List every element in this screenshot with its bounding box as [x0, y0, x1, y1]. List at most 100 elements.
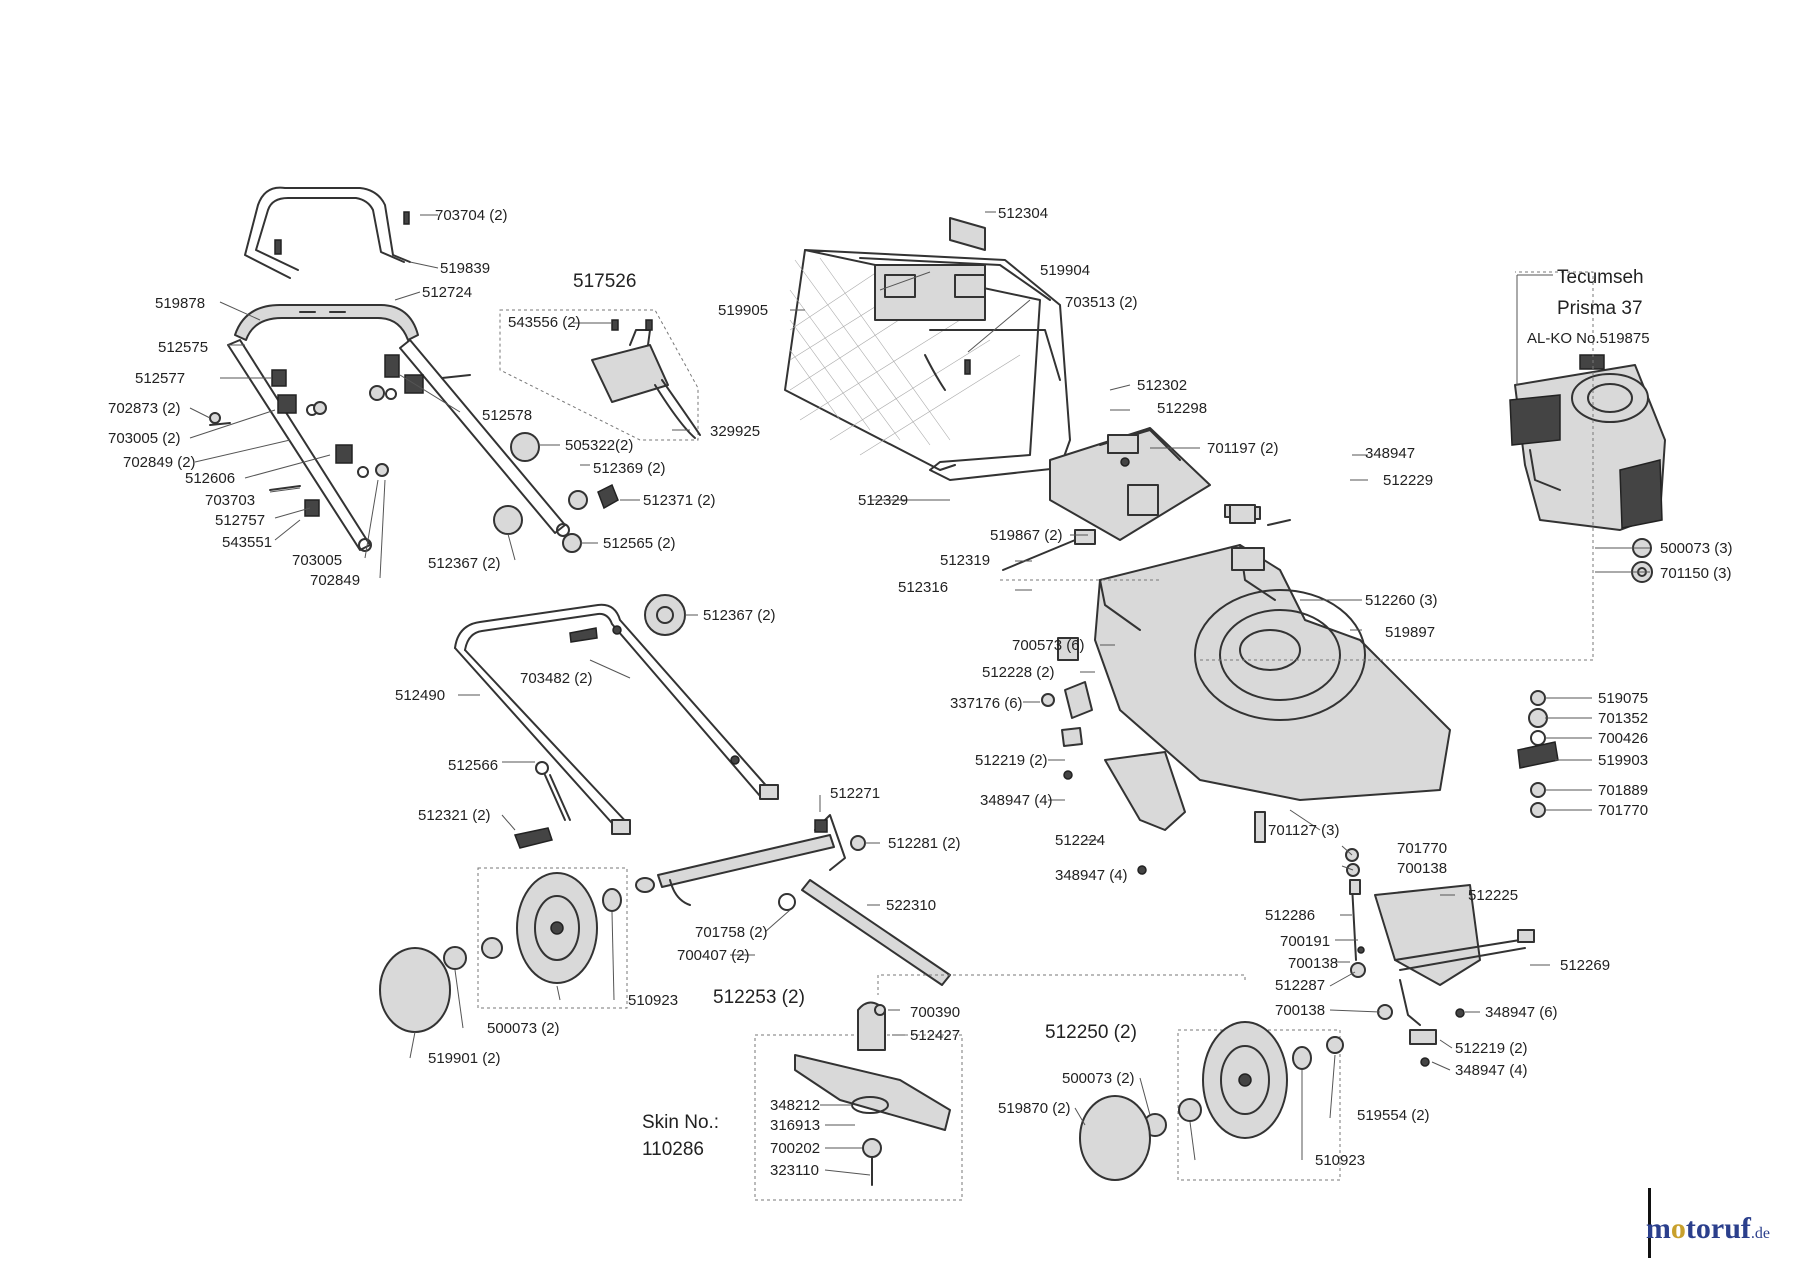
- part-label: 701889: [1598, 782, 1648, 799]
- logo-tld: .de: [1750, 1225, 1770, 1242]
- part-label: 500073 (3): [1660, 540, 1733, 557]
- front-right-small-parts: [1517, 690, 1559, 818]
- part-label: 500073 (2): [1062, 1070, 1135, 1087]
- part-label: 512286: [1265, 907, 1315, 924]
- handle-clamp-parts: [209, 354, 471, 517]
- group-label-512250: 512250 (2): [1045, 1022, 1137, 1043]
- part-label: 512302: [1137, 377, 1187, 394]
- part-label: 348947 (6): [1485, 1004, 1558, 1021]
- star-knob-left: [493, 432, 619, 553]
- switch-box-group-517526: [499, 309, 701, 441]
- blade-group: [754, 1001, 963, 1201]
- part-label: 512575: [158, 339, 208, 356]
- part-label: 703482 (2): [520, 670, 593, 687]
- part-label: 701758 (2): [695, 924, 768, 941]
- part-label: 700138: [1275, 1002, 1325, 1019]
- watermark-logo: motoruf.de: [1646, 1212, 1770, 1246]
- mower-deck: [1094, 504, 1451, 801]
- part-label: 512566: [448, 757, 498, 774]
- part-label: 703704 (2): [435, 207, 508, 224]
- part-label: 701197 (2): [1207, 440, 1278, 457]
- part-label: 519878: [155, 295, 205, 312]
- part-label: 512371 (2): [643, 492, 716, 509]
- part-label: 512367 (2): [703, 607, 776, 624]
- part-label: 512304: [998, 205, 1048, 222]
- part-label: 512271: [830, 785, 880, 802]
- part-label: 512269: [1560, 957, 1610, 974]
- engine-fasteners: [1631, 538, 1653, 583]
- part-label: 512219 (2): [1455, 1040, 1528, 1057]
- handle-small-parts: [513, 594, 686, 849]
- part-label: 702849 (2): [123, 454, 196, 471]
- part-label: 348947: [1365, 445, 1415, 462]
- part-label: 500073 (2): [487, 1020, 560, 1037]
- part-label: 512260 (3): [1365, 592, 1438, 609]
- part-label: 519867 (2): [990, 527, 1063, 544]
- handle-right-tube: [399, 339, 570, 537]
- leader-lines: [189, 211, 1650, 1176]
- part-label: 505322(2): [565, 437, 633, 454]
- part-label: 510923: [1315, 1152, 1365, 1169]
- assembly-connections: [877, 271, 1594, 995]
- skin-label: Skin No.:: [642, 1112, 719, 1133]
- part-label: 512224: [1055, 832, 1105, 849]
- part-label: 323110: [770, 1162, 819, 1179]
- part-label: 510923: [628, 992, 678, 1009]
- watermark-divider: [1648, 1188, 1651, 1258]
- part-label: 702849: [310, 572, 360, 589]
- part-label: 512367 (2): [428, 555, 501, 572]
- part-label: 703513 (2): [1065, 294, 1138, 311]
- part-label: 700426: [1598, 730, 1648, 747]
- handle-grip: [234, 304, 419, 341]
- deck-bracket-parts: [1002, 457, 1291, 875]
- front-axle-parts: [1254, 811, 1535, 1067]
- engine-alko-number: AL-KO No.519875: [1527, 330, 1650, 347]
- part-label: 701127 (3): [1268, 822, 1339, 839]
- part-label: 519904: [1040, 262, 1090, 279]
- part-label: 512316: [898, 579, 948, 596]
- part-label: 701770: [1397, 840, 1447, 857]
- part-label: 512225: [1468, 887, 1518, 904]
- logo-part: o: [1670, 1212, 1686, 1245]
- rear-wheel-group-512253: [379, 867, 655, 1033]
- engine-model: Prisma 37: [1557, 298, 1643, 319]
- part-label: 703005: [292, 552, 342, 569]
- group-label-517526: 517526: [573, 271, 636, 292]
- part-label: 700191: [1280, 933, 1330, 950]
- part-label: 519870 (2): [998, 1100, 1071, 1117]
- part-label: 700202: [770, 1140, 820, 1157]
- skin-number: 110286: [642, 1139, 704, 1160]
- part-label: 703703: [205, 492, 255, 509]
- part-label: 512319: [940, 552, 990, 569]
- part-label: 512757: [215, 512, 265, 529]
- part-label: 316913: [770, 1117, 820, 1134]
- part-label: 512578: [482, 407, 532, 424]
- part-label: 512427: [910, 1027, 960, 1044]
- part-label: 329925: [710, 423, 760, 440]
- part-label: 700138: [1397, 860, 1447, 877]
- group-label-512253: 512253 (2): [713, 987, 805, 1008]
- handle-left-tube: [227, 339, 372, 552]
- part-label: 543556 (2): [508, 314, 581, 331]
- part-label: 519897: [1385, 624, 1435, 641]
- part-label: 512606: [185, 470, 235, 487]
- part-label: 519554 (2): [1357, 1107, 1430, 1124]
- front-wheel-group-512250: [1079, 1021, 1344, 1181]
- part-label: 543551: [222, 534, 272, 551]
- part-label: 512490: [395, 687, 445, 704]
- part-label: 512229: [1383, 472, 1433, 489]
- part-label: 701150 (3): [1660, 565, 1731, 582]
- part-label: 700390: [910, 1004, 960, 1021]
- part-label: 512369 (2): [593, 460, 666, 477]
- logo-part: toruf: [1685, 1212, 1751, 1245]
- part-label: 700573 (6): [1012, 637, 1085, 654]
- part-label: 512219 (2): [975, 752, 1048, 769]
- part-label: 348947 (4): [1455, 1062, 1528, 1079]
- part-label: 519905: [718, 302, 768, 319]
- engine-tecumseh: [1509, 354, 1666, 531]
- part-label: 348947 (4): [980, 792, 1053, 809]
- part-label: 512329: [858, 492, 908, 509]
- bag-mesh: [789, 257, 1021, 456]
- part-label: 337176 (6): [950, 695, 1023, 712]
- part-labels: 703704 (2) 519839 512724 519878 512575 5…: [108, 205, 1733, 1179]
